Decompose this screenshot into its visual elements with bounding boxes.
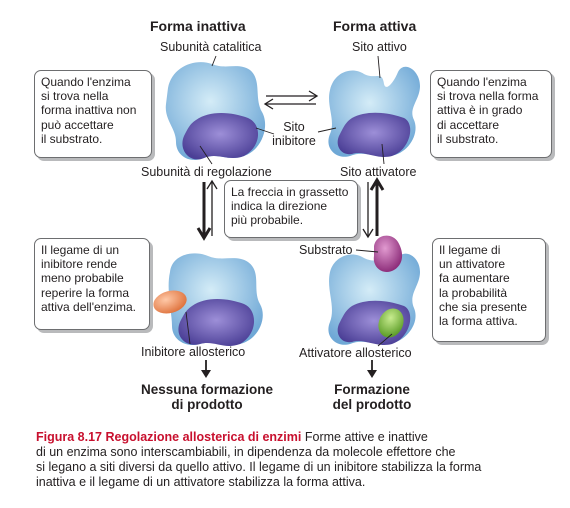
enzyme-active-top [328,66,420,157]
activator-molecule [378,308,404,338]
label-regulatory-subunit: Subunità di regolazione [141,165,272,179]
note-inactive-form: Quando l'enzima si trova nella forma ina… [34,70,152,158]
label-allosteric-activator: Attivatore allosterico [299,346,412,360]
note-inhibitor-binding: Il legame di un inibitore rende meno pro… [34,238,150,330]
enzyme-inactive-top [165,62,266,161]
label-substrate: Substrato [299,243,353,257]
header-inactive-form: Forma inattiva [150,18,246,34]
vertical-arrows-left [196,179,218,241]
note-arrow-meaning: La freccia in grassetto indica la direzi… [224,180,358,238]
label-inhibitor-site: Sito inibitore [272,120,316,148]
equilibrium-arrows-top [263,90,319,110]
caption-line-1: Figura 8.17 Regolazione allosterica di e… [36,430,546,445]
note-active-form: Quando l'enzima si trova nella forma att… [430,70,552,158]
note-activator-binding: Il legame di un attivatore fa aumentare … [432,238,546,342]
label-active-site: Sito attivo [352,40,407,54]
caption-text-1: Forme attive e inattive [304,430,428,444]
caption-line-3: si legano a siti diversi da quello attiv… [36,460,482,474]
result-no-product: Nessuna formazione di prodotto [140,382,274,412]
header-active-form: Forma attiva [333,18,417,34]
caption-line-2: di un enzima sono interscambiabili, in d… [36,445,456,459]
enzyme-activated [328,235,420,345]
result-product: Formazione del prodotto [332,382,412,412]
label-catalytic-subunit: Subunità catalitica [160,40,262,54]
vertical-arrows-right [362,177,385,239]
caption-title: Regolazione allosterica di enzimi [105,430,302,444]
inhibitor-molecule [153,290,187,314]
enzyme-inhibited [153,253,263,346]
label-allosteric-inhibitor: Inibitore allosterico [141,345,246,359]
label-activator-site: Sito attivatore [340,165,417,179]
caption-figure-number: Figura 8.17 [36,430,102,444]
result-arrows [201,360,377,378]
leader-lines [185,55,393,347]
figure-caption: Figura 8.17 Regolazione allosterica di e… [36,430,546,490]
substrate-molecule [373,235,403,273]
caption-line-4: inattiva e il legame di un attivatore st… [36,475,366,489]
